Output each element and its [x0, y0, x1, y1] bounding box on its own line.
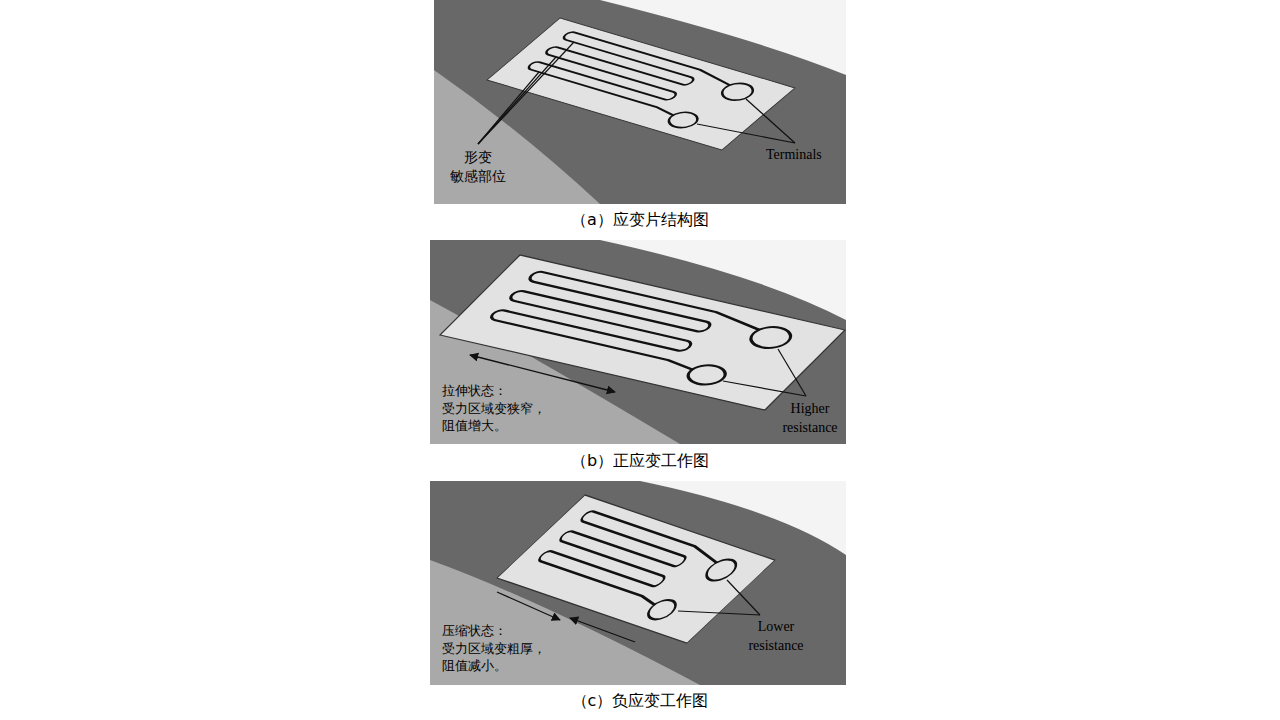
figure-caption: （a）应变片结构图 — [440, 209, 840, 231]
leader-line — [746, 99, 795, 143]
leader-line — [778, 349, 806, 396]
figure-caption: （b）正应变工作图 — [440, 450, 840, 472]
state-note: 拉伸状态： 受力区域变狭窄， 阻值增大。 — [442, 382, 566, 435]
leader-line — [697, 124, 795, 143]
compression-arrow — [570, 618, 635, 642]
strain-gauge-compressed — [497, 495, 775, 643]
beam-ground — [434, 0, 846, 204]
panel-a — [434, 0, 846, 204]
part-label: 形变 敏感部位 — [440, 148, 516, 186]
figure-caption: （c）负应变工作图 — [440, 690, 840, 712]
state-note: 压缩状态： 受力区域变粗厚， 阻值减小。 — [442, 622, 566, 675]
part-label: Higher resistance — [776, 400, 844, 438]
leader-line — [478, 72, 539, 144]
leader-line — [727, 580, 760, 615]
leader-line — [723, 381, 806, 396]
compression-arrow — [497, 592, 560, 620]
strain-gauge — [487, 18, 795, 150]
leader-line — [478, 42, 574, 144]
panel-b — [430, 240, 846, 444]
panel-c — [430, 481, 846, 685]
leader-line — [678, 611, 760, 615]
beam-ground — [430, 240, 846, 444]
part-label: Terminals — [766, 146, 844, 165]
leader-line — [478, 57, 556, 144]
beam-ground — [430, 481, 846, 685]
part-label: Lower resistance — [736, 618, 816, 656]
